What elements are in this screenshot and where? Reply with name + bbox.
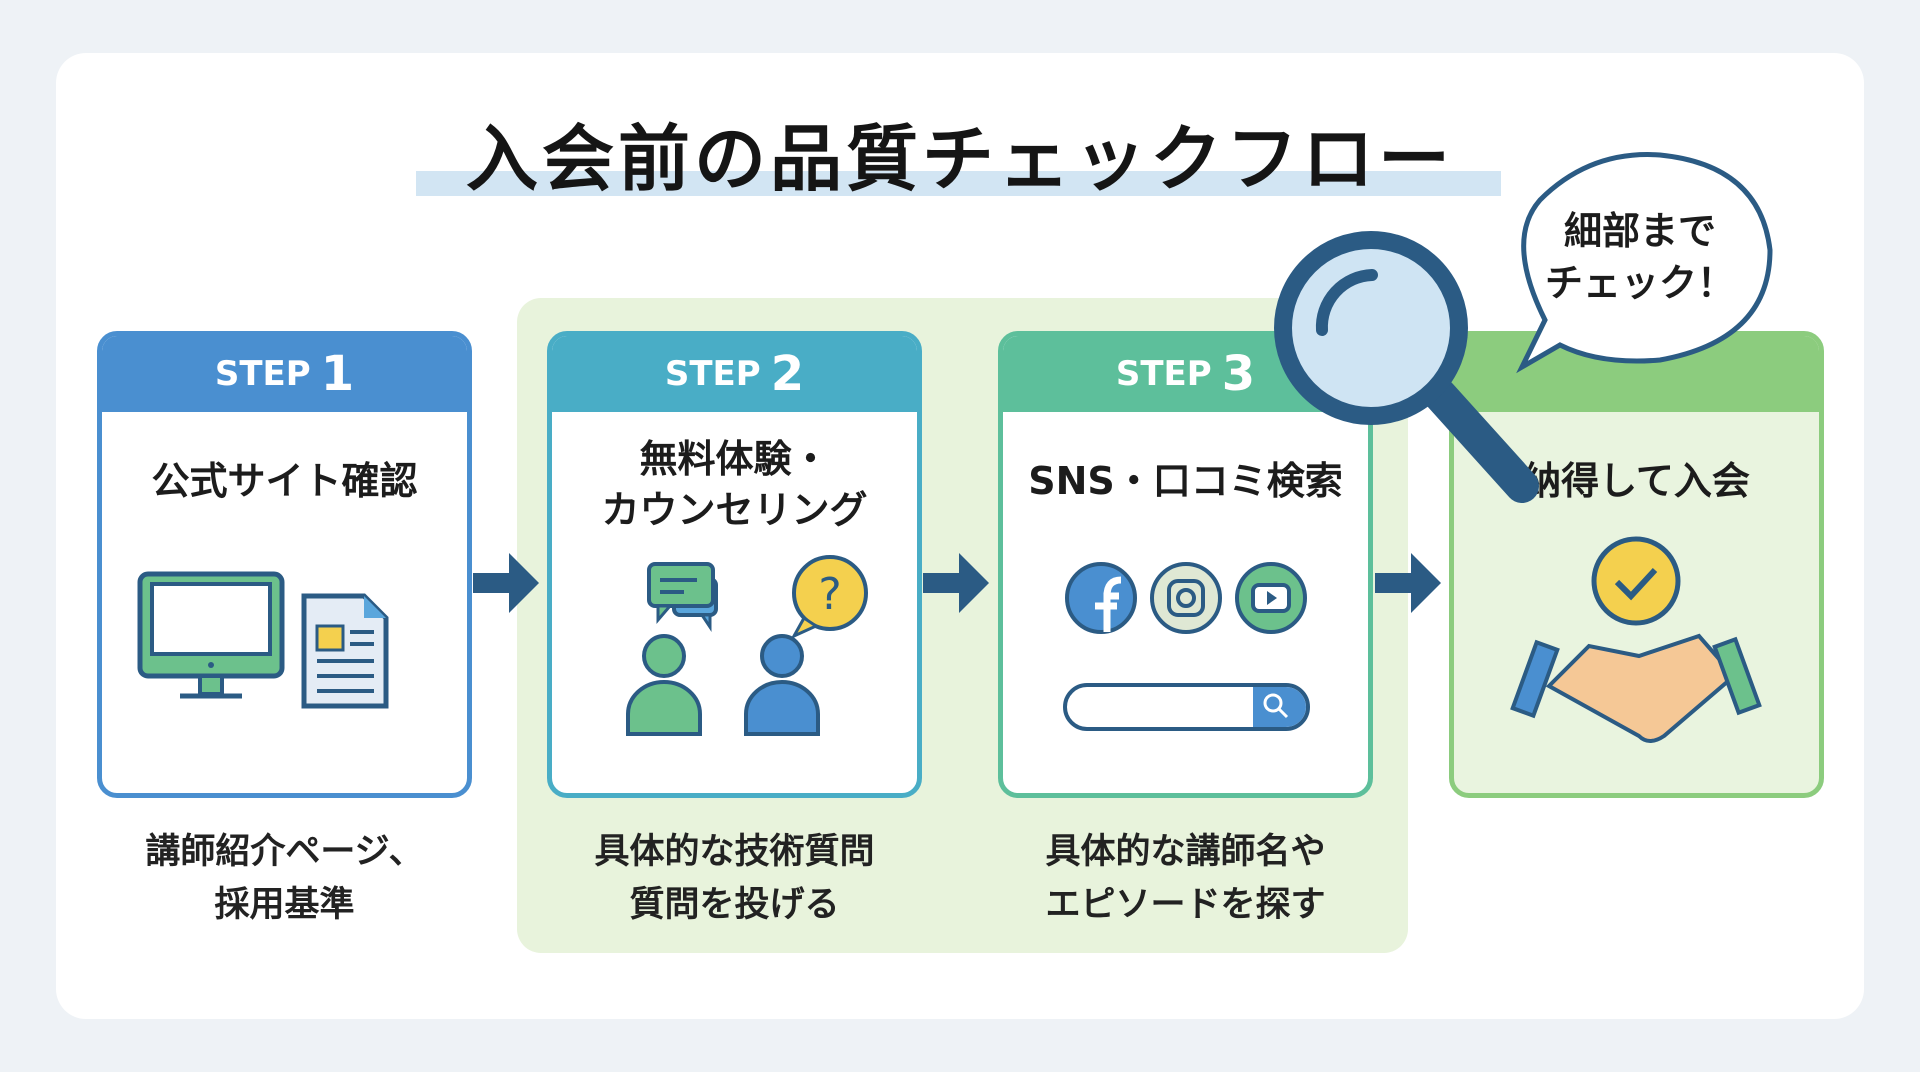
step-3-title: SNS・口コミ検索 bbox=[1028, 459, 1343, 503]
handshake-check-icon bbox=[1510, 536, 1762, 743]
arrow-right-icon bbox=[473, 553, 539, 613]
bubble-line: 細部まで bbox=[1563, 209, 1716, 253]
svg-text:?: ? bbox=[818, 569, 841, 620]
final-card: 納得して入会 bbox=[1449, 331, 1824, 798]
caption-line: 採用基準 bbox=[214, 885, 355, 925]
step-label: STEP bbox=[1115, 354, 1212, 394]
step-label: STEP bbox=[664, 354, 761, 394]
final-title: 納得して入会 bbox=[1523, 459, 1750, 503]
step-3-caption: 具体的な講師名やエピソードを探す bbox=[998, 826, 1373, 932]
title-line: カウンセリング bbox=[601, 488, 868, 532]
facebook-icon bbox=[1065, 562, 1137, 634]
conversation-icon: ? bbox=[626, 555, 868, 736]
step-1-title: 公式サイト確認 bbox=[151, 459, 418, 503]
page-title: 入会前の品質チェックフロー bbox=[465, 117, 1454, 201]
magnifying-glass-icon bbox=[1274, 231, 1539, 503]
instagram-icon bbox=[1150, 562, 1222, 634]
step-2-caption: 具体的な技術質問質問を投げる bbox=[547, 826, 922, 932]
title-highlight bbox=[416, 171, 1501, 196]
step-number: 2 bbox=[770, 346, 805, 402]
step-number: 3 bbox=[1221, 346, 1256, 402]
sns-search-icons bbox=[1063, 562, 1310, 731]
step-2-title: 無料体験・カウンセリング bbox=[552, 434, 917, 536]
caption-line: 質問を投げる bbox=[629, 885, 840, 925]
speech-bubble bbox=[1516, 152, 1773, 374]
step-1-caption: 講師紹介ページ、採用基準 bbox=[97, 826, 472, 932]
monitor-document-icon bbox=[137, 571, 389, 709]
arrow-right-icon bbox=[1375, 553, 1441, 613]
caption-line: 具体的な講師名や bbox=[1045, 832, 1326, 872]
caption-line: エピソードを探す bbox=[1045, 885, 1326, 925]
step-label: STEP bbox=[214, 354, 311, 394]
caption-line: 具体的な技術質問 bbox=[594, 832, 875, 872]
title-line: 無料体験・ bbox=[639, 437, 830, 481]
caption-line: 講師紹介ページ、 bbox=[145, 832, 424, 872]
arrow-right-icon bbox=[923, 553, 989, 613]
step-number: 1 bbox=[320, 346, 355, 402]
speech-bubble-text: 細部までチェック！ bbox=[1520, 205, 1760, 309]
youtube-icon bbox=[1235, 562, 1307, 634]
bubble-line: チェック！ bbox=[1544, 261, 1735, 305]
search-bar-icon bbox=[1063, 683, 1310, 731]
